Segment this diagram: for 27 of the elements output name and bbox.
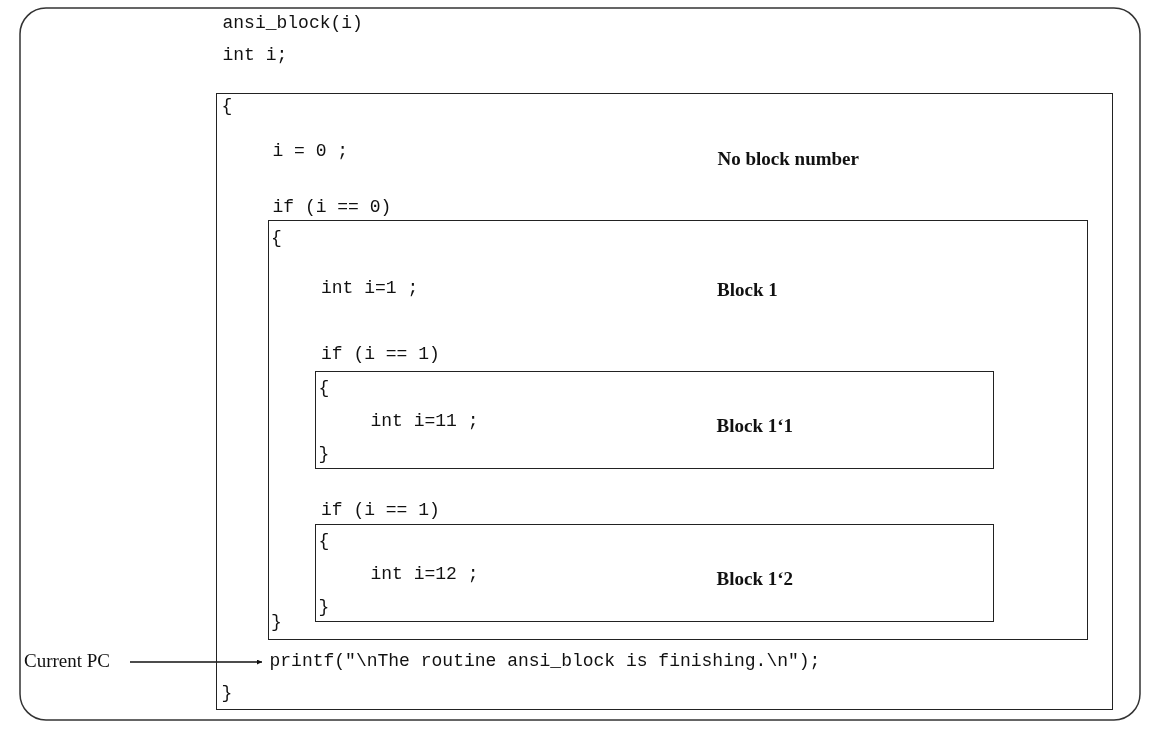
block-label: No block number	[717, 147, 859, 170]
code-line: int i;	[222, 43, 288, 66]
code-line: int i=11 ;	[370, 409, 479, 432]
block-label: Block 1	[717, 279, 778, 301]
code-line: printf("\nThe routine ansi_block is finishing.\n");	[269, 649, 821, 672]
code-line: if (i == 1)	[321, 343, 440, 365]
block-label: Block 1‘1	[716, 414, 794, 437]
code-line: }	[221, 681, 233, 704]
code-line: int i=12 ;	[370, 562, 479, 585]
code-block-box	[315, 371, 994, 469]
code-line: }	[271, 611, 282, 633]
pointer-label: Current PC	[24, 650, 111, 672]
code-line: {	[318, 529, 330, 552]
code-block-box	[267, 219, 1088, 640]
code-line: i = 0 ;	[272, 139, 349, 162]
code-block-box	[315, 524, 994, 622]
block-label: Block 1‘2	[716, 567, 794, 590]
arrow	[129, 659, 263, 665]
code-line: ansi_block(i)	[222, 11, 363, 34]
code-line: }	[318, 442, 330, 465]
code-line: if (i == 0)	[272, 195, 392, 218]
code-line: {	[318, 376, 330, 399]
code-line: {	[221, 94, 233, 117]
code-line: int i=1 ;	[321, 277, 419, 299]
code-line: }	[318, 595, 330, 618]
code-line: {	[271, 227, 282, 249]
code-line: if (i == 1)	[321, 499, 440, 521]
